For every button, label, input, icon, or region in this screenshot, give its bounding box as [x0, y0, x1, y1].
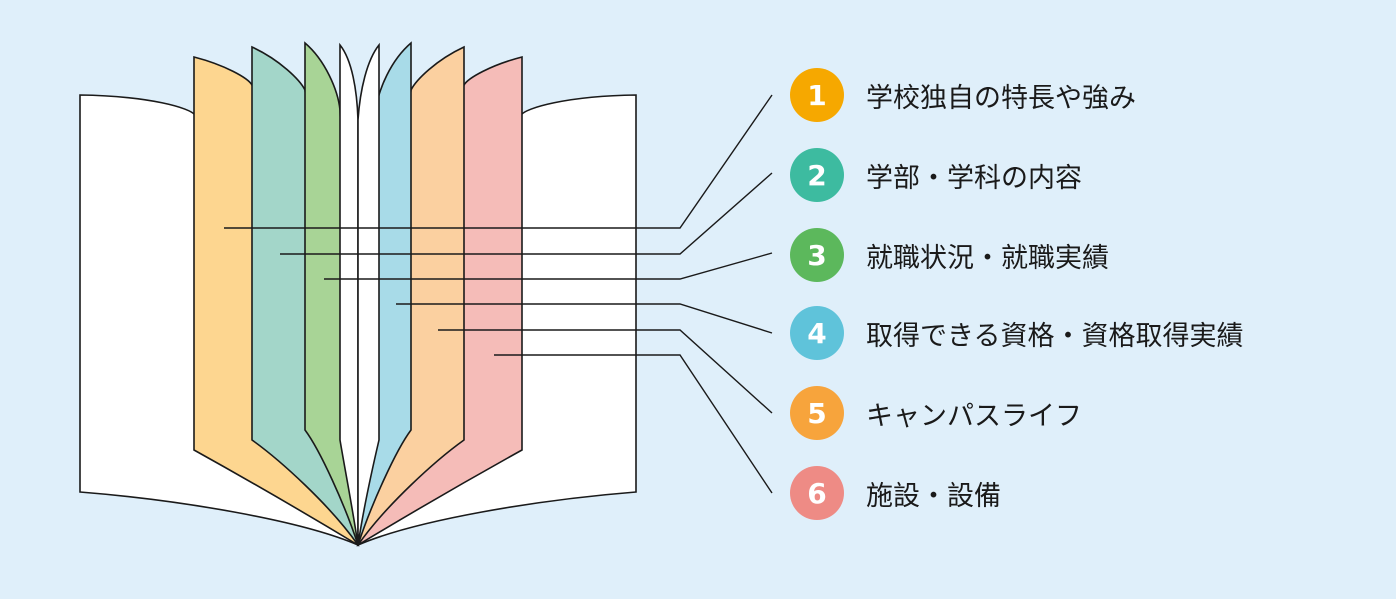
legend-item-5: 5 キャンパスライフ: [790, 386, 1082, 440]
legend-item-3: 3 就職状況・就職実績: [790, 228, 1109, 282]
number-badge-6: 6: [790, 466, 844, 520]
legend-label-1: 学校独自の特長や強み: [866, 82, 1136, 114]
legend-item-6: 6 施設・設備: [790, 466, 1001, 520]
leader-line-2: [280, 172, 773, 255]
number-badge-3: 3: [790, 228, 844, 282]
leader-line-5: [438, 329, 773, 414]
leader-line-6: [494, 354, 773, 494]
number-badge-4: 4: [790, 306, 844, 360]
legend-label-5: キャンパスライフ: [866, 400, 1082, 432]
legend-label-4: 取得できる資格・資格取得実績: [866, 320, 1244, 352]
legend-label-2: 学部・学科の内容: [866, 162, 1082, 194]
number-badge-5: 5: [790, 386, 844, 440]
book-center-page-right: [357, 42, 380, 546]
legend-item-1: 1 学校独自の特長や強み: [790, 68, 1136, 122]
legend-label-3: 就職状況・就職実績: [866, 242, 1109, 274]
legend-item-2: 2 学部・学科の内容: [790, 148, 1082, 202]
leader-line-1: [224, 94, 773, 229]
legend-label-6: 施設・設備: [866, 480, 1001, 512]
leader-line-3: [324, 252, 773, 280]
number-badge-1: 1: [790, 68, 844, 122]
number-badge-2: 2: [790, 148, 844, 202]
legend-item-4: 4 取得できる資格・資格取得実績: [790, 306, 1243, 360]
leader-line-4: [396, 303, 773, 334]
